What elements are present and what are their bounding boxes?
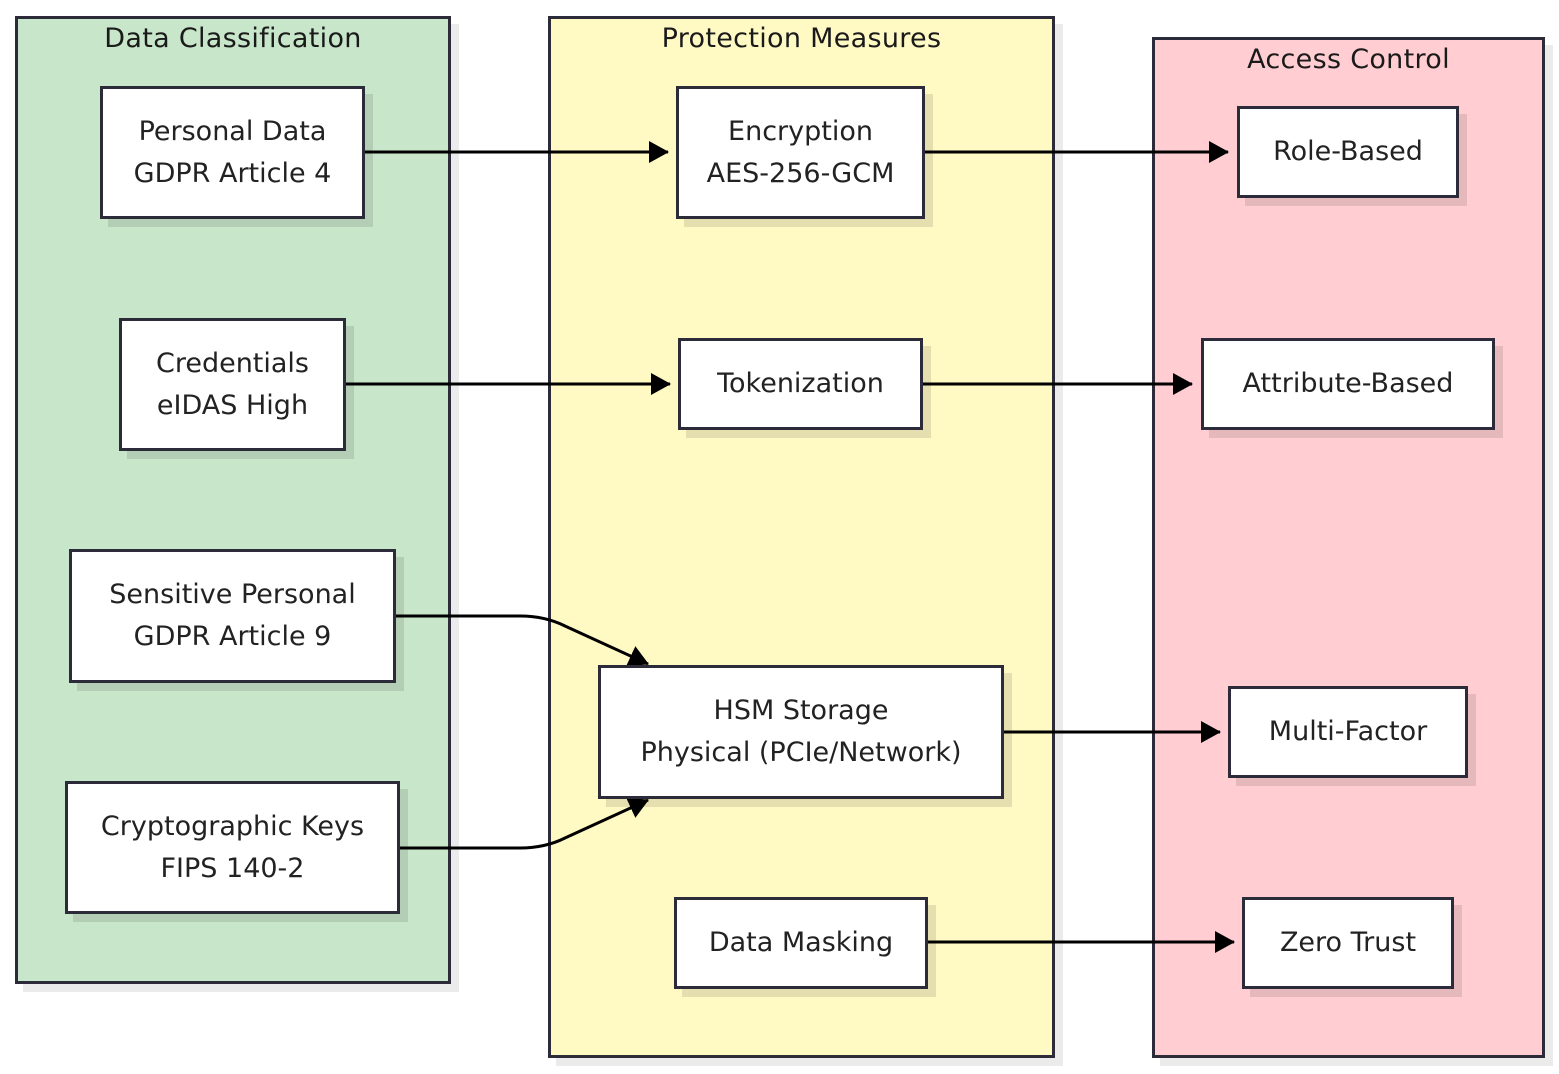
node-multi-factor-line1: Multi-Factor xyxy=(1268,716,1428,747)
edge-sensitive-personal-to-hsm-storage xyxy=(396,614,649,667)
protection-measures-title: Protection Measures xyxy=(661,23,942,54)
access-control-title: Access Control xyxy=(1247,44,1450,75)
node-attribute-based: Attribute-Based xyxy=(1201,338,1495,430)
node-sensitive-personal-line1: Sensitive Personal xyxy=(109,579,356,610)
data-classification-title: Data Classification xyxy=(104,23,362,54)
node-hsm-storage: HSM Storage Physical (PCIe/Network) xyxy=(598,665,1004,799)
node-credentials-line1: Credentials xyxy=(155,347,310,379)
node-role-based: Role-Based xyxy=(1237,106,1459,198)
node-attribute-based-line1: Attribute-Based xyxy=(1242,368,1454,399)
node-hsm-storage-line2: Physical (PCIe/Network) xyxy=(640,737,962,768)
node-data-masking-line1: Data Masking xyxy=(708,927,894,958)
node-cryptographic-keys-line2: FIPS 140-2 xyxy=(160,852,305,884)
node-tokenization-line1: Tokenization xyxy=(717,368,884,399)
node-encryption: Encryption AES-256-GCM xyxy=(676,86,925,219)
node-multi-factor: Multi-Factor xyxy=(1228,686,1468,778)
node-cryptographic-keys-line1: Cryptographic Keys xyxy=(100,810,365,842)
node-data-masking: Data Masking xyxy=(674,897,928,989)
node-personal-data-line1: Personal Data xyxy=(138,115,327,147)
node-encryption-line2: AES-256-GCM xyxy=(706,157,895,189)
access-control-group: Access Control xyxy=(1152,37,1545,1058)
node-personal-data: Personal Data GDPR Article 4 xyxy=(100,86,365,219)
node-sensitive-personal: Sensitive Personal GDPR Article 9 xyxy=(69,549,396,683)
node-encryption-line1: Encryption xyxy=(728,115,873,147)
node-personal-data-line2: GDPR Article 4 xyxy=(133,157,332,189)
edge-cryptographic-keys-to-hsm-storage xyxy=(400,797,649,850)
node-zero-trust-line1: Zero Trust xyxy=(1279,927,1417,958)
node-credentials: Credentials eIDAS High xyxy=(119,318,346,451)
node-role-based-line1: Role-Based xyxy=(1273,136,1423,167)
node-hsm-storage-line1: HSM Storage xyxy=(713,695,889,726)
node-tokenization: Tokenization xyxy=(678,338,923,430)
node-cryptographic-keys: Cryptographic Keys FIPS 140-2 xyxy=(65,781,400,914)
node-credentials-line2: eIDAS High xyxy=(156,389,309,421)
node-zero-trust: Zero Trust xyxy=(1242,897,1454,989)
node-sensitive-personal-line2: GDPR Article 9 xyxy=(133,621,332,652)
